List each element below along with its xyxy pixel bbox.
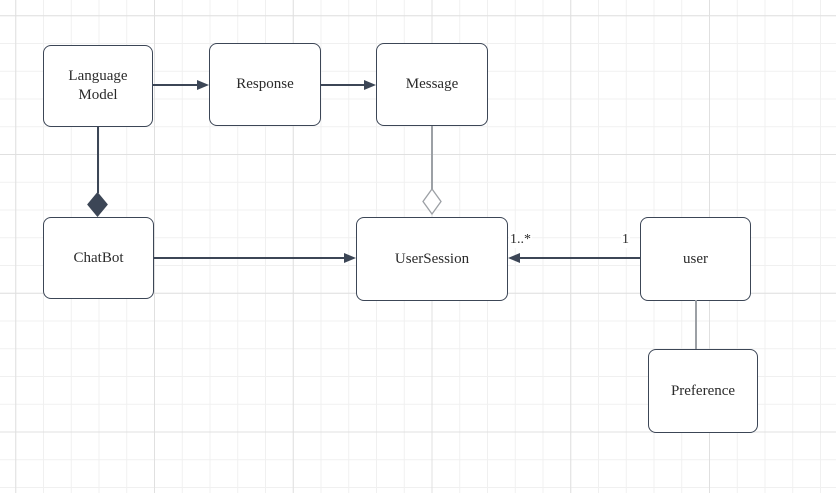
node-response[interactable]: Response	[209, 43, 321, 126]
arrowhead-right-icon	[364, 80, 376, 90]
edge-languagemodel-chatbot[interactable]	[97, 127, 99, 193]
edge-user-usersession[interactable]	[520, 257, 640, 259]
edge-user-preference[interactable]	[695, 300, 697, 349]
node-language-model[interactable]: Language Model	[43, 45, 153, 127]
arrowhead-left-icon	[508, 253, 520, 263]
arrowhead-right-icon	[344, 253, 356, 263]
node-label: ChatBot	[73, 249, 124, 266]
node-label: Message	[405, 76, 459, 93]
node-user[interactable]: user	[640, 217, 751, 301]
multiplicity-label-source[interactable]: 1	[621, 232, 630, 249]
multiplicity-label-target[interactable]: 1..*	[509, 232, 532, 249]
composition-diamond-icon	[87, 192, 108, 217]
arrowhead-right-icon	[197, 80, 209, 90]
node-label: user	[683, 250, 708, 267]
aggregation-diamond-icon	[422, 188, 442, 215]
node-usersession[interactable]: UserSession	[356, 217, 508, 301]
node-chatbot[interactable]: ChatBot	[43, 217, 154, 299]
node-label: Preference	[670, 382, 736, 399]
node-label: UserSession	[394, 250, 470, 267]
node-label: Response	[236, 76, 294, 93]
edge-languagemodel-response[interactable]	[153, 84, 198, 86]
node-message[interactable]: Message	[376, 43, 488, 126]
edge-response-message[interactable]	[321, 84, 365, 86]
edge-message-usersession[interactable]	[431, 126, 433, 189]
node-preference[interactable]: Preference	[648, 349, 758, 433]
node-label: Language Model	[68, 68, 128, 103]
edge-chatbot-usersession[interactable]	[154, 257, 344, 259]
